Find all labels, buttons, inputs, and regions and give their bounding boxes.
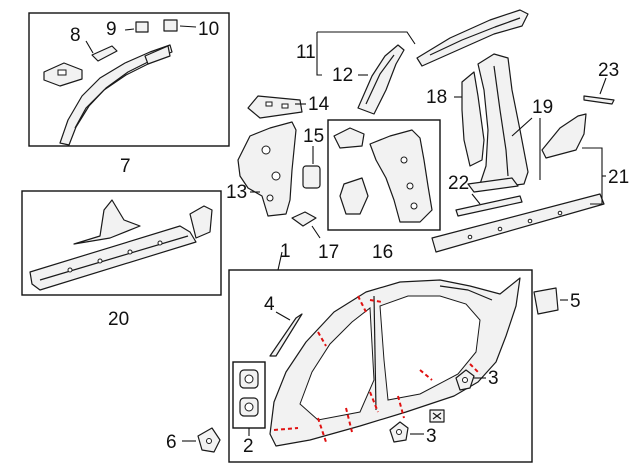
part-1-patch[interactable] xyxy=(429,409,445,423)
callout-22: 22 xyxy=(448,173,469,194)
callout-15: 15 xyxy=(303,126,324,147)
callout-18: 18 xyxy=(426,87,447,108)
group-frame-1 xyxy=(228,269,533,463)
callout-23: 23 xyxy=(598,60,619,81)
callout-2: 2 xyxy=(243,436,254,457)
callout-17: 17 xyxy=(318,242,339,263)
part-1-body-side-panel[interactable] xyxy=(269,277,521,447)
part-23-strip[interactable] xyxy=(583,95,615,105)
group-frame-7 xyxy=(28,12,230,147)
part-12-pillar-reinforcement[interactable] xyxy=(357,44,405,115)
part-20-rocker-panel[interactable] xyxy=(29,199,213,291)
part-19-b-pillar-outer[interactable] xyxy=(467,53,529,193)
part-13-a-pillar-inner[interactable] xyxy=(237,121,297,217)
part-15-gusset[interactable] xyxy=(302,165,321,189)
callout-21: 21 xyxy=(608,167,629,188)
callout-16: 16 xyxy=(372,242,393,263)
callout-12: 12 xyxy=(332,65,353,86)
part-14-bracket[interactable] xyxy=(247,95,303,119)
callout-7: 7 xyxy=(120,156,131,177)
callout-20: 20 xyxy=(108,309,129,330)
part-2-bumper-upper[interactable] xyxy=(239,369,259,389)
part-21-rear-extension[interactable] xyxy=(541,113,587,159)
part-16-bracket-upper[interactable] xyxy=(333,127,365,149)
part-16-bracket-lower[interactable] xyxy=(339,177,369,215)
part-10-clip[interactable] xyxy=(163,19,178,32)
part-2-bumper-lower[interactable] xyxy=(239,397,259,417)
callout-3-right: 3 xyxy=(488,368,499,389)
callout-11: 11 xyxy=(296,42,316,63)
callout-8: 8 xyxy=(70,25,81,46)
callout-6: 6 xyxy=(166,432,177,453)
part-4-weatherstrip[interactable] xyxy=(269,313,303,357)
cut-lines xyxy=(273,295,481,443)
group-frame-16 xyxy=(327,119,441,231)
part-11-roof-rail-outer[interactable] xyxy=(416,9,529,67)
part-5-insulator[interactable] xyxy=(533,287,559,315)
callout-4: 4 xyxy=(264,294,275,315)
part-3-plate-lower[interactable] xyxy=(389,421,409,443)
callout-14: 14 xyxy=(308,94,330,115)
part-22-sill-strip[interactable] xyxy=(455,195,523,217)
callout-13: 13 xyxy=(226,182,247,203)
part-9-clip[interactable] xyxy=(135,21,149,33)
callout-3-lower: 3 xyxy=(426,426,437,447)
part-16-hinge-pillar[interactable] xyxy=(369,129,433,223)
roof-rail-inner-part[interactable] xyxy=(59,44,173,146)
callout-5: 5 xyxy=(570,291,581,312)
part-6-bracket[interactable] xyxy=(197,427,221,453)
callout-19: 19 xyxy=(532,97,553,118)
part-3-plate-right[interactable] xyxy=(455,369,475,391)
callout-10: 10 xyxy=(198,19,219,40)
part-8-bracket[interactable] xyxy=(91,45,118,62)
part-17-plate[interactable] xyxy=(291,211,317,227)
roof-rail-bracket-part[interactable] xyxy=(43,62,83,87)
callout-9: 9 xyxy=(106,19,117,40)
part-18-b-pillar-inner[interactable] xyxy=(461,71,485,167)
part-21-rocker-inner[interactable] xyxy=(431,193,605,253)
group-frame-20 xyxy=(21,190,222,296)
callout-1: 1 xyxy=(280,241,291,262)
